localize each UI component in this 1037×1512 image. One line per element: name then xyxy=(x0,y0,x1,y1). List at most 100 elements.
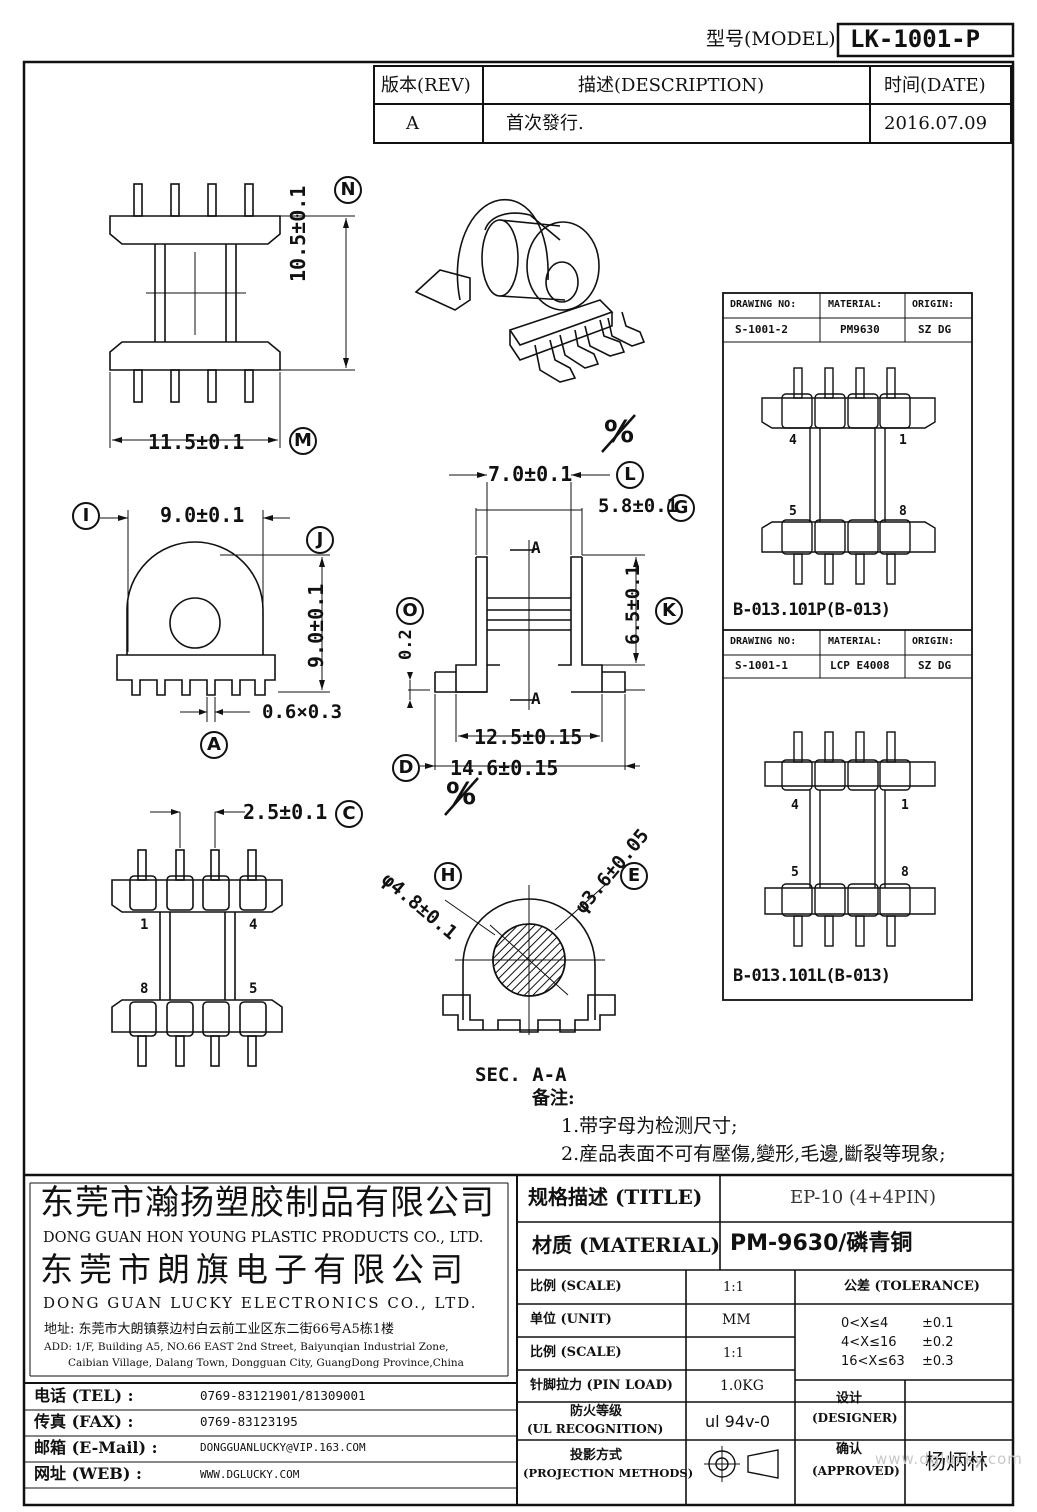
desc-value: 首次發行. xyxy=(506,113,584,134)
pinout2-pin5: 5 xyxy=(791,865,799,880)
date-value: 2016.07.09 xyxy=(884,113,988,134)
pinout1-v2: PM9630 xyxy=(840,323,880,336)
dim-top-w: 7.0±0.1 xyxy=(488,462,573,486)
model-label: 型号(MODEL) xyxy=(706,28,836,50)
dim-core-h: 6.5±0.1 xyxy=(622,564,644,645)
dim-flange: 5.8±0.1 xyxy=(598,495,679,517)
spec-designer-label-en: (DESIGNER) xyxy=(812,1411,898,1425)
dim-lead: 0.2 xyxy=(396,629,416,660)
tol-3-range: 16<X≤63 xyxy=(841,1354,905,1369)
pinout1-pin8: 8 xyxy=(899,504,907,519)
model-box xyxy=(836,22,1015,58)
pinout1-h1: DRAWING NO: xyxy=(730,299,797,310)
spec-scale-label: 比例 (SCALE) xyxy=(530,1279,622,1294)
notes-title: 备注: xyxy=(532,1088,575,1109)
section-view xyxy=(407,472,645,770)
label-k: K xyxy=(655,597,683,625)
pinout-box xyxy=(722,292,973,1001)
fax-label: 传真 (FAX) : xyxy=(34,1412,134,1431)
pinout1-pin1: 1 xyxy=(899,433,907,448)
title-block-grid xyxy=(24,1173,1013,1505)
pinout1-caption: B-013.101P(B-013) xyxy=(733,600,891,620)
tol-1-value: ±0.1 xyxy=(922,1316,954,1331)
spec-pinload-label: 针脚拉力 (PIN LOAD) xyxy=(530,1378,673,1393)
bottom-view xyxy=(111,809,283,1067)
company-addr-en-2: Caibian Village, Dalang Town, Dongguan C… xyxy=(68,1357,464,1369)
label-l: L xyxy=(616,461,644,489)
spec-scale2-value: 1:1 xyxy=(723,1346,744,1361)
company-en-1: DONG GUAN HON YOUNG PLASTIC PRODUCTS CO.… xyxy=(43,1230,484,1246)
company-addr-en-1: ADD: 1/F, Building A5, NO.66 EAST 2nd St… xyxy=(44,1341,449,1353)
label-c: C xyxy=(335,800,363,828)
percent-marks xyxy=(444,414,636,816)
label-g: G xyxy=(667,494,695,522)
spec-tolerance-label: 公差 (TOLERANCE) xyxy=(844,1279,980,1294)
percent-mark-2: % xyxy=(446,777,477,812)
spec-title-value: EP-10 (4+4PIN) xyxy=(790,1187,936,1208)
spec-fire-value: ul 94v-0 xyxy=(705,1412,771,1431)
tel-label: 电话 (TEL) : xyxy=(34,1386,134,1405)
company-cn-1: 东莞市瀚扬塑胶制品有限公司 xyxy=(40,1183,495,1223)
pinout2-pin1: 1 xyxy=(901,798,909,813)
pinout1-pin4: 4 xyxy=(789,433,797,448)
pinout-2-figure xyxy=(764,731,936,947)
side-view xyxy=(100,510,330,722)
revision-table xyxy=(373,65,1012,144)
pinout2-h3: ORIGIN: xyxy=(912,636,955,647)
mail-value: DONGGUANLUCKY@VIP.163.COM xyxy=(200,1441,366,1454)
note-2: 2.産品表面不可有壓傷,變形,毛邊,斷裂等現象; xyxy=(561,1143,946,1165)
dim-side-h: 9.0±0.1 xyxy=(304,583,328,668)
web-value: WWW.DGLUCKY.COM xyxy=(200,1468,300,1481)
spec-fire-label: 防火等级 xyxy=(570,1404,623,1419)
label-m: M xyxy=(289,427,317,455)
tol-2-value: ±0.2 xyxy=(922,1335,954,1350)
pinout2-v1: S-1001-1 xyxy=(735,659,788,672)
pinout2-v3: SZ DG xyxy=(918,659,952,672)
rev-header: 版本(REV) xyxy=(381,75,471,96)
model-value: LK-1001-P xyxy=(850,25,981,53)
label-i: I xyxy=(72,502,100,530)
pinout1-pin5: 5 xyxy=(789,504,797,519)
mail-label: 邮箱 (E-Mail) : xyxy=(34,1438,158,1457)
label-j: J xyxy=(306,526,334,554)
note-1: 1.带字母为检测尺寸; xyxy=(561,1115,738,1137)
percent-mark-1: % xyxy=(604,415,635,450)
spec-approved-label: 确认 xyxy=(836,1442,863,1457)
spec-material-label: 材质 (MATERIAL) xyxy=(532,1233,721,1257)
dim-height: 10.5±0.1 xyxy=(286,185,310,282)
rev-value: A xyxy=(406,113,419,134)
dim-span2: 14.6±0.15 xyxy=(450,756,559,780)
tol-1-range: 0<X≤4 xyxy=(841,1316,889,1331)
bottom-pin-8: 8 xyxy=(140,981,149,997)
spec-approved-label-en: (APPROVED) xyxy=(812,1464,900,1478)
label-h: H xyxy=(434,862,462,890)
label-d: D xyxy=(392,754,420,782)
pinout1-h3: ORIGIN: xyxy=(912,299,955,310)
label-a: A xyxy=(200,731,228,759)
section-aa-view xyxy=(442,884,616,1035)
spec-unit-value: MM xyxy=(722,1312,751,1328)
spec-projection-label: 投影方式 xyxy=(570,1448,623,1463)
label-n: N xyxy=(334,176,362,204)
fax-value: 0769-83123195 xyxy=(200,1414,298,1429)
pinout-1-figure xyxy=(761,367,936,585)
dim-pitch: 2.5±0.1 xyxy=(243,800,328,824)
pinout2-h1: DRAWING NO: xyxy=(730,636,797,647)
dim-side-w: 9.0±0.1 xyxy=(160,503,245,527)
pinout2-v2: LCP E4008 xyxy=(830,659,890,672)
pinout2-caption: B-013.101L(B-013) xyxy=(733,966,891,986)
bottom-pin-4: 4 xyxy=(249,917,258,933)
spec-designer-label: 设计 xyxy=(836,1391,863,1406)
section-label: SEC. A-A xyxy=(475,1064,567,1086)
section-arrow-bottom: A xyxy=(531,689,541,708)
date-header: 时间(DATE) xyxy=(884,75,986,96)
label-o: O xyxy=(396,597,424,625)
desc-header: 描述(DESCRIPTION) xyxy=(578,75,765,96)
pinout1-v3: SZ DG xyxy=(918,323,952,336)
bottom-pin-1: 1 xyxy=(140,917,149,933)
dim-pin: 0.6×0.3 xyxy=(262,701,343,723)
spec-material-value: PM-9630/磷青铜 xyxy=(730,1231,913,1256)
outer-frame xyxy=(22,60,1015,1507)
pinout1-h2: MATERIAL: xyxy=(828,299,883,310)
